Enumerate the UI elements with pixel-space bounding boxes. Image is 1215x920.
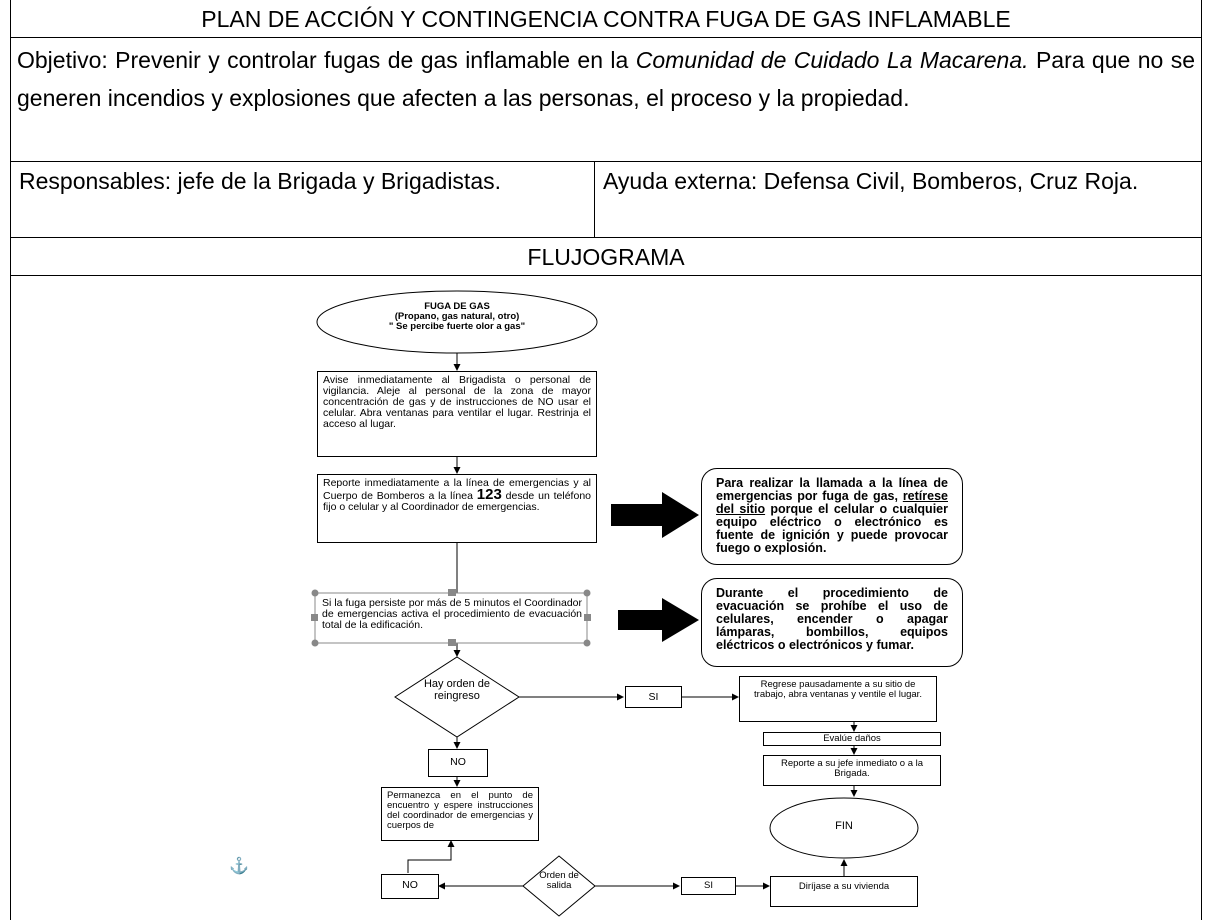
note2-box: Durante el procedimiento de evacuación s…	[701, 578, 963, 667]
start-title: FUGA DE GAS	[424, 301, 490, 312]
report-box: Reporte a su jefe inmediato o a la Briga…	[763, 755, 941, 786]
plan-table: PLAN DE ACCIÓN Y CONTINGENCIA CONTRA FUG…	[10, 0, 1202, 920]
decision2-label: Orden de salida	[539, 870, 579, 891]
step1-box: Avise inmediatamente al Brigadista o per…	[317, 371, 597, 457]
decision1-no: NO	[428, 749, 488, 777]
responsibility-row: Responsables: jefe de la Brigada y Briga…	[11, 162, 1201, 238]
decision1-label: Hay orden de reingreso	[423, 678, 491, 702]
go-home-box: Diríjase a su vivienda	[770, 876, 918, 907]
evaluate-box: Evalúe daños	[763, 732, 941, 746]
start-subtitle: (Propano, gas natural, otro)	[394, 311, 520, 322]
arrow-to-note2	[618, 598, 699, 642]
note1-box: Para realizar la llamada a la línea de e…	[701, 468, 963, 565]
flowchart: FUGA DE GAS (Propano, gas natural, otro)…	[11, 276, 1201, 920]
wait-box: Permanezca en el punto de encuentro y es…	[381, 787, 539, 841]
start-quote: " Se percibe fuerte olor a gas"	[388, 321, 526, 332]
note1-text-a: Para realizar la llamada a la línea de e…	[716, 476, 948, 503]
end-label: FIN	[835, 820, 853, 832]
decision2-diamond	[522, 855, 596, 917]
external-help-cell: Ayuda externa: Defensa Civil, Bomberos, …	[603, 168, 1139, 194]
arrow-to-note1	[611, 492, 699, 538]
objective-place: Comunidad de Cuidado La Macarena.	[635, 47, 1029, 73]
note1-underlined: retírese del sitio	[716, 489, 948, 516]
step2-box: Reporte inmediatamente a la línea de eme…	[317, 474, 597, 543]
step3-box[interactable]: Si la fuga persiste por más de 5 minutos…	[322, 597, 582, 631]
objective-text: Objetivo: Prevenir y controlar fugas de …	[11, 38, 1201, 162]
objective-suffix: Para que no se generen incendios y explo…	[17, 47, 1196, 111]
emergency-number: 123	[476, 486, 502, 503]
decision1-yes: SI	[625, 686, 682, 708]
step2-text-b: desde un teléfono fijo o celular y al Co…	[323, 490, 591, 513]
responsables-cell: Responsables: jefe de la Brigada y Briga…	[11, 162, 595, 238]
step2-text-a: Reporte inmediatamente a la línea de eme…	[323, 477, 591, 502]
flowchart-connectors	[311, 290, 919, 917]
plan-title: PLAN DE ACCIÓN Y CONTINGENCIA CONTRA FUG…	[11, 0, 1201, 38]
objective-prefix: Objetivo: Prevenir y controlar fugas de …	[17, 47, 636, 73]
anchor-icon: ⚓	[229, 858, 249, 875]
start-node: FUGA DE GAS (Propano, gas natural, otro)…	[351, 302, 563, 332]
note1-text-b: porque el celular o cualquier equipo elé…	[716, 502, 948, 555]
reentry-box: Regrese pausadamente a su sitio de traba…	[739, 676, 937, 722]
end-oval	[769, 797, 919, 859]
decision2-yes: SI	[681, 877, 736, 895]
decision2-no: NO	[381, 874, 439, 899]
flowchart-heading: FLUJOGRAMA	[11, 238, 1201, 276]
